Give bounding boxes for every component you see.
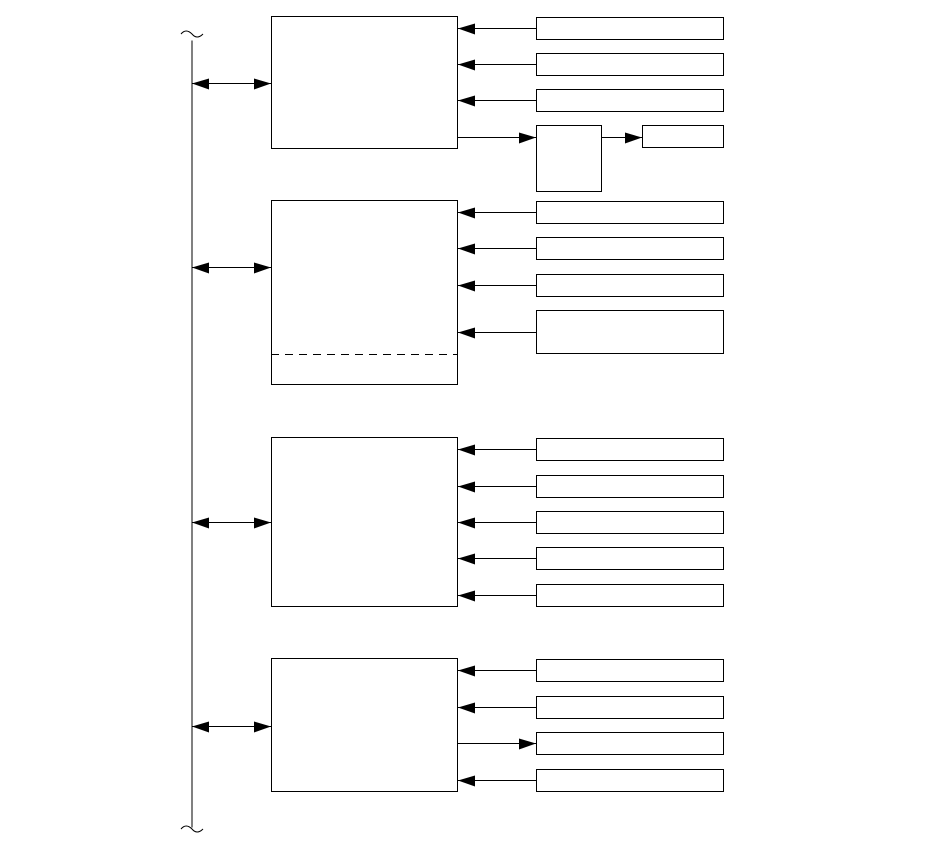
unit-1-port-2-arrow [458, 59, 475, 71]
unit-1-bus-arrow-right [254, 78, 271, 90]
unit-3-port-5-arrow [458, 590, 475, 602]
unit-2-port-4-box [536, 310, 724, 354]
unit-3-port-5-box [536, 584, 724, 607]
unit-4-port-1-box [536, 659, 724, 682]
unit-3-port-4-box [536, 547, 724, 570]
unit-2-port-4-arrow [458, 327, 475, 339]
unit-3-port-3-box [536, 511, 724, 534]
unit-1-out-1-target-arrow [625, 132, 642, 144]
unit-3-box [271, 437, 458, 607]
unit-2-bus-arrow-right [254, 262, 271, 274]
unit-1-box [271, 16, 458, 149]
unit-4-port-2-arrow [458, 702, 475, 714]
unit-1-port-3-box [536, 89, 724, 112]
unit-2-port-1-box [536, 201, 724, 224]
unit-1-out-1-arrow [519, 132, 536, 144]
unit-3-port-1-box [536, 438, 724, 461]
unit-1-port-2-box [536, 53, 724, 76]
unit-1-port-3-arrow [458, 95, 475, 107]
unit-1-out-1-via-box [536, 125, 602, 192]
unit-4-bus-arrow-right [254, 721, 271, 733]
unit-4-port-3-arrow [519, 738, 536, 750]
unit-2-port-3-arrow [458, 280, 475, 292]
unit-1-bus-arrow-left [192, 78, 209, 90]
unit-3-port-2-arrow [458, 481, 475, 493]
unit-4-port-2-box [536, 696, 724, 719]
unit-3-port-3-arrow [458, 517, 475, 529]
unit-4-port-1-arrow [458, 665, 475, 677]
unit-1-port-1-box [536, 17, 724, 40]
unit-3-bus-arrow-left [192, 517, 209, 529]
unit-3-bus-arrow-right [254, 517, 271, 529]
unit-2-box [271, 200, 458, 385]
unit-1-port-1-arrow [458, 23, 475, 35]
unit-3-port-2-box [536, 475, 724, 498]
unit-2-port-1-arrow [458, 207, 475, 219]
unit-2-port-2-arrow [458, 243, 475, 255]
unit-4-port-4-arrow [458, 775, 475, 787]
bus-break-bottom [180, 825, 204, 833]
unit-3-port-4-arrow [458, 553, 475, 565]
unit-4-bus-arrow-left [192, 721, 209, 733]
unit-2-port-2-box [536, 237, 724, 260]
unit-3-port-1-arrow [458, 444, 475, 456]
unit-4-port-3-box [536, 732, 724, 755]
unit-4-box [271, 658, 458, 792]
unit-2-port-3-box [536, 274, 724, 297]
unit-2-bus-arrow-left [192, 262, 209, 274]
unit-1-out-1-target-box [642, 125, 724, 148]
unit-4-port-4-box [536, 769, 724, 792]
bus-break-top [180, 30, 204, 38]
